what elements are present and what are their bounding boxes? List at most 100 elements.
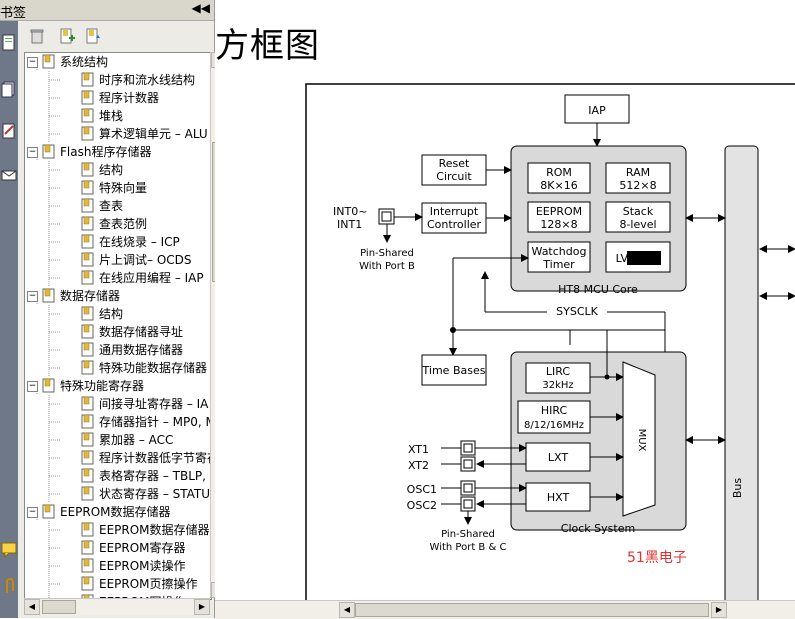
tree-child-item[interactable]: 数据存储器寻址 (25, 323, 211, 341)
mux-label: MUX (636, 429, 647, 452)
watchdog-block (527, 241, 591, 273)
bookmark-icon (42, 378, 55, 393)
bookmarks-horizontal-scrollbar[interactable]: ◀ ▶ (24, 598, 210, 615)
tree-child-item[interactable]: 结构 (25, 305, 211, 323)
tree-item-label: 算术逻辑单元 – ALU (99, 127, 208, 141)
bookmark-icon (81, 396, 94, 411)
tree-child-item[interactable]: 通用数据存储器 (25, 341, 211, 359)
tree-child-item[interactable]: 程序计数器 (25, 89, 211, 107)
tree-item-label: 特殊功能数据存储器 (99, 361, 208, 375)
tree-child-item[interactable]: 间接寻址寄存器 – IA (25, 395, 211, 413)
tree-child-item[interactable]: 存储器指针 – MP0, M (25, 413, 211, 431)
collapse-panel-button[interactable]: ◀◀ (191, 1, 210, 15)
paperclip-icon[interactable] (1, 578, 17, 596)
ram-size: 512×8 (619, 179, 656, 192)
reset-label: Reset (439, 157, 470, 170)
attachments-panel-icon[interactable] (1, 166, 17, 184)
collapse-toggle-icon[interactable]: − (27, 147, 38, 158)
bookmark-icon (81, 522, 94, 537)
collapse-toggle-icon[interactable]: − (27, 291, 38, 302)
tree-section-item[interactable]: − Flash程序存储器 (25, 143, 211, 161)
bookmark-icon (42, 54, 55, 69)
collapse-toggle-icon[interactable]: − (27, 381, 38, 392)
delete-bookmark-icon[interactable] (28, 27, 46, 45)
tree-child-item[interactable]: 表格寄存器 – TBLP, (25, 467, 211, 485)
signature-icon[interactable] (1, 122, 17, 140)
tree-child-item[interactable]: 累加器 – ACC (25, 431, 211, 449)
bookmark-icon (81, 90, 94, 105)
bookmark-icon (81, 360, 94, 375)
new-bookmark-icon[interactable] (58, 27, 76, 45)
page-title: 方框图 (215, 26, 320, 66)
tree-item-label: 数据存储器寻址 (99, 325, 184, 339)
tree-child-item[interactable]: 特殊功能数据存储器 (25, 359, 211, 377)
bookmark-icon (42, 504, 55, 519)
document-view[interactable]: 方框图 Bus IAP ROM 8K×16 RAM 512×8 EEPROM (215, 0, 795, 600)
tree-child-item[interactable]: 堆栈 (25, 107, 211, 125)
lvd-label: LVD/LVR (616, 252, 661, 265)
interrupt-label: Interrupt (430, 205, 479, 218)
pin-shared-bc-label-2: With Port B & C (430, 542, 507, 553)
scroll-left-arrow-icon[interactable]: ◀ (24, 599, 40, 615)
ram-block (605, 162, 671, 194)
pages-icon[interactable] (1, 34, 17, 52)
tree-child-item[interactable]: EEPROM读操作 (25, 557, 211, 575)
reset-label-2: Circuit (436, 170, 472, 183)
interrupt-label-2: Controller (427, 218, 482, 231)
bookmarks-toolbar (18, 22, 214, 50)
bookmark-icon (81, 126, 94, 141)
scroll-right-arrow-icon[interactable]: ▶ (194, 599, 210, 615)
collapse-toggle-icon[interactable]: − (27, 507, 38, 518)
tree-child-item[interactable]: 时序和流水线结构 (25, 71, 211, 89)
expand-bookmark-icon[interactable] (84, 27, 102, 45)
bookmark-icon (42, 288, 55, 303)
chip-outline (305, 83, 795, 600)
tree-child-item[interactable]: 状态寄存器 – STATU (25, 485, 211, 503)
sysclk-label: SYSCLK (556, 305, 598, 318)
tree-section-item[interactable]: −系统结构 (25, 53, 211, 71)
tree-child-item[interactable]: 在线应用编程 – IAP (25, 269, 211, 287)
tree-child-item[interactable]: 结构 (25, 161, 211, 179)
bookmark-icon (81, 162, 94, 177)
bookmark-icon (81, 216, 94, 231)
hirc-freq: 8/12/16MHz (524, 420, 584, 431)
tree-child-item[interactable]: 查表 (25, 197, 211, 215)
tree-section-item[interactable]: − 数据存储器 (25, 287, 211, 305)
xt2-label: XT2 (408, 459, 429, 472)
doc-scroll-right-arrow-icon[interactable]: ▶ (711, 602, 727, 618)
tree-item-label: 片上调试– OCDS (99, 253, 192, 267)
bookmark-icon (81, 306, 94, 321)
tree-child-item[interactable]: 片上调试– OCDS (25, 251, 211, 269)
tree-item-label: EEPROM数据存储器 (60, 505, 171, 519)
tree-child-item[interactable]: 特殊向量 (25, 179, 211, 197)
tree-child-item[interactable]: 算术逻辑单元 – ALU (25, 125, 211, 143)
tree-section-item[interactable]: −特殊功能寄存器 (25, 377, 211, 395)
stack-label: Stack (623, 205, 654, 218)
tree-child-item[interactable]: 在线烧录 – ICP (25, 233, 211, 251)
tree-item-label: 查表范例 (99, 217, 148, 231)
bookmarks-tree: −系统结构时序和流水线结构程序计数器堆栈算术逻辑单元 – ALU − Flash程序… (24, 52, 212, 600)
tree-item-label: 数据存储器 (60, 289, 121, 303)
doc-scroll-left-arrow-icon[interactable]: ◀ (339, 602, 355, 618)
bookmark-icon (81, 468, 94, 483)
horizontal-scroll-thumb[interactable] (42, 600, 76, 614)
tree-child-item[interactable]: EEPROM寄存器 (25, 539, 211, 557)
comments-icon[interactable] (1, 540, 17, 559)
bookmark-icon (81, 252, 94, 267)
doc-horizontal-scroll-thumb[interactable] (355, 603, 709, 617)
tree-item-label: EEPROM写操作 (99, 593, 186, 599)
watermark: 51黑电子 (627, 550, 687, 566)
tree-item-label: Flash程序存储器 (60, 145, 152, 159)
tree-child-item[interactable]: EEPROM数据存储器结 (25, 521, 211, 539)
tree-child-item[interactable]: EEPROM页擦操作 (25, 575, 211, 593)
document-horizontal-scrollbar[interactable]: ◀ ▶ (215, 600, 795, 619)
layers-icon[interactable] (1, 80, 17, 98)
tree-child-item[interactable]: 查表范例 (25, 215, 211, 233)
eeprom-size: 128×8 (540, 218, 577, 231)
tree-item-label: 堆栈 (99, 109, 124, 123)
tree-section-item[interactable]: − EEPROM数据存储器 (25, 503, 211, 521)
tree-child-item[interactable]: 程序计数器低字节寄存 (25, 449, 211, 467)
tree-item-label: 通用数据存储器 (99, 343, 184, 357)
collapse-toggle-icon[interactable]: − (27, 57, 38, 68)
hxt-label: HXT (547, 491, 570, 504)
